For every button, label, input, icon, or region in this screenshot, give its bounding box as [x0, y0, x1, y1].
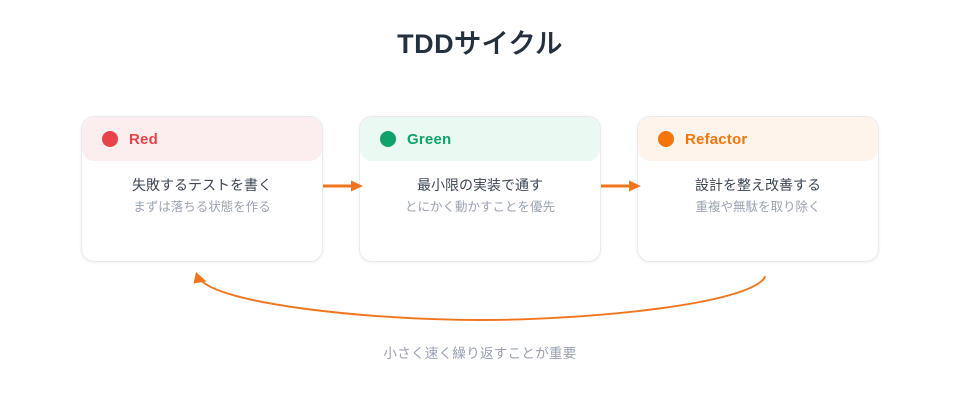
arrow-feedback-loop-icon	[193, 272, 766, 321]
card-green-secondary-text: とにかく動かすことを優先	[404, 200, 555, 214]
arrow-red-to-green-icon	[323, 180, 363, 192]
orange-dot	[658, 131, 674, 147]
page-title: TDDサイクル	[397, 29, 563, 59]
red-dot	[102, 131, 118, 147]
card-red-secondary-text: まずは落ちる状態を作る	[133, 200, 271, 214]
arrow-green-to-refactor-icon	[601, 180, 641, 192]
card-refactor-header: Refactor	[638, 117, 878, 161]
card-red-label: Red	[129, 130, 158, 148]
card-green-primary-text: 最小限の実装で通す	[417, 177, 543, 193]
card-green[interactable]: Green 最小限の実装で通す とにかく動かすことを優先	[359, 116, 601, 262]
diagram-caption: 小さく速く繰り返すことが重要	[383, 346, 577, 361]
card-refactor-primary-text: 設計を整え改善する	[695, 177, 821, 193]
card-refactor[interactable]: Refactor 設計を整え改善する 重複や無駄を取り除く	[637, 116, 879, 262]
card-refactor-label: Refactor	[685, 130, 748, 148]
card-green-body: 最小限の実装で通す とにかく動かすことを優先	[360, 161, 600, 261]
card-red-header: Red	[82, 117, 322, 161]
green-dot	[380, 131, 396, 147]
card-red-primary-text: 失敗するテストを書く	[132, 177, 272, 193]
card-green-header: Green	[360, 117, 600, 161]
card-refactor-secondary-text: 重複や無駄を取り除く	[695, 200, 821, 214]
tdd-phase-cards: Red 失敗するテストを書く まずは落ちる状態を作る Green 最小限の実装で…	[81, 116, 879, 262]
card-refactor-body: 設計を整え改善する 重複や無駄を取り除く	[638, 161, 878, 261]
card-green-label: Green	[407, 130, 452, 148]
card-red[interactable]: Red 失敗するテストを書く まずは落ちる状態を作る	[81, 116, 323, 262]
card-red-body: 失敗するテストを書く まずは落ちる状態を作る	[82, 161, 322, 261]
